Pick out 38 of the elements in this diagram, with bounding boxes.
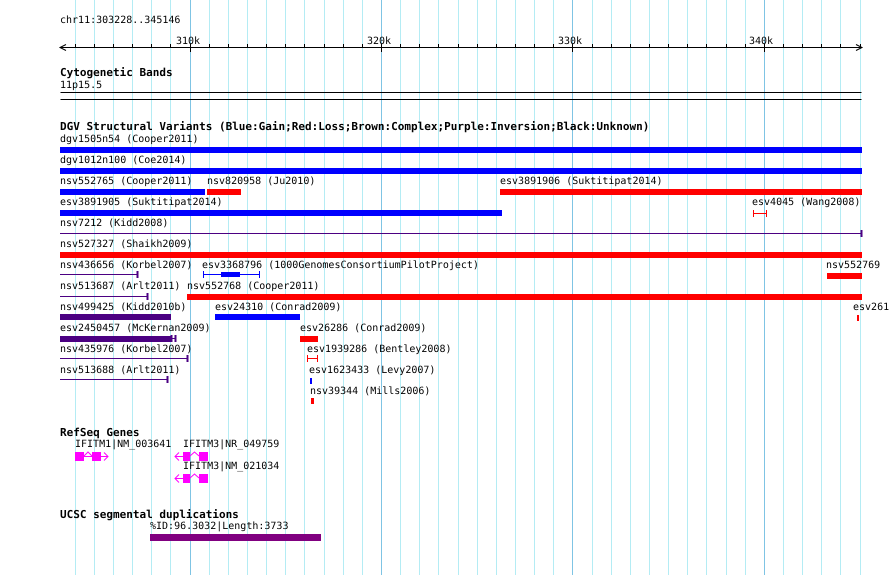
track-heading: DGV Structural Variants (Blue:Gain;Red:Loss;Brown:Complex;Purple:Inversion;Black:Unknown)	[60, 121, 650, 133]
duplication-label: %ID:96.3032|Length:3733	[150, 521, 288, 533]
variant-label: esv3891905 (Suktitipat2014)	[60, 197, 223, 209]
variant-label: nsv7212 (Kidd2008)	[60, 218, 168, 230]
track-heading: RefSeq Genes	[60, 427, 140, 439]
variant-label: esv24310 (Conrad2009)	[215, 302, 342, 314]
variant-label: nsv552765 (Cooper2011)	[60, 176, 192, 188]
variant-label: nsv552769	[826, 260, 880, 272]
variant-label: esv2450457 (McKernan2009)	[60, 323, 211, 335]
variant-label: nsv436656 (Korbel2007)	[60, 260, 192, 272]
gene-label: IFITM1|NM_003641	[75, 439, 172, 451]
axis-label: 340k	[749, 36, 774, 48]
variant-label: nsv39344 (Mills2006)	[310, 386, 430, 398]
variant-label: nsv499425 (Kidd2010b)	[60, 302, 186, 314]
variant-label: nsv513687 (Arlt2011)	[60, 281, 180, 293]
variant-label: esv4045 (Wang2008)	[752, 197, 860, 209]
axis-label: 310k	[176, 36, 200, 48]
variant-label: esv3368796 (1000GenomesConsortiumPilotProject)	[202, 260, 479, 272]
band-label: 11p15.5	[60, 80, 102, 92]
gene-label: IFITM3|NM_021034	[183, 461, 280, 473]
variant-label: dgv1012n100 (Coe2014)	[60, 155, 186, 167]
track-heading: UCSC segmental duplications	[60, 509, 239, 521]
variant-label: nsv527327 (Shaikh2009)	[60, 239, 192, 251]
coordinate-label: chr11:303228..345146	[60, 15, 180, 27]
variant-label: nsv552768 (Cooper2011)	[187, 281, 320, 293]
variant-label: nsv513688 (Arlt2011)	[60, 365, 180, 377]
variant-label: esv1939286 (Bentley2008)	[307, 344, 452, 356]
variant-label: dgv1505n54 (Cooper2011)	[60, 134, 198, 146]
variant-label: esv26286 (Conrad2009)	[300, 323, 426, 335]
axis-label: 320k	[367, 36, 392, 48]
variant-label: nsv820958 (Ju2010)	[207, 176, 316, 188]
variant-label: nsv435976 (Korbel2007)	[60, 344, 192, 356]
axis-label: 330k	[558, 36, 582, 48]
gene-label: IFITM3|NR_049759	[183, 439, 280, 451]
track-heading: Cytogenetic Bands	[60, 67, 173, 79]
variant-label: esv1623433 (Levy2007)	[309, 365, 436, 377]
variant-label: esv3891906 (Suktitipat2014)	[500, 176, 663, 188]
variant-label: esv261	[853, 302, 890, 314]
